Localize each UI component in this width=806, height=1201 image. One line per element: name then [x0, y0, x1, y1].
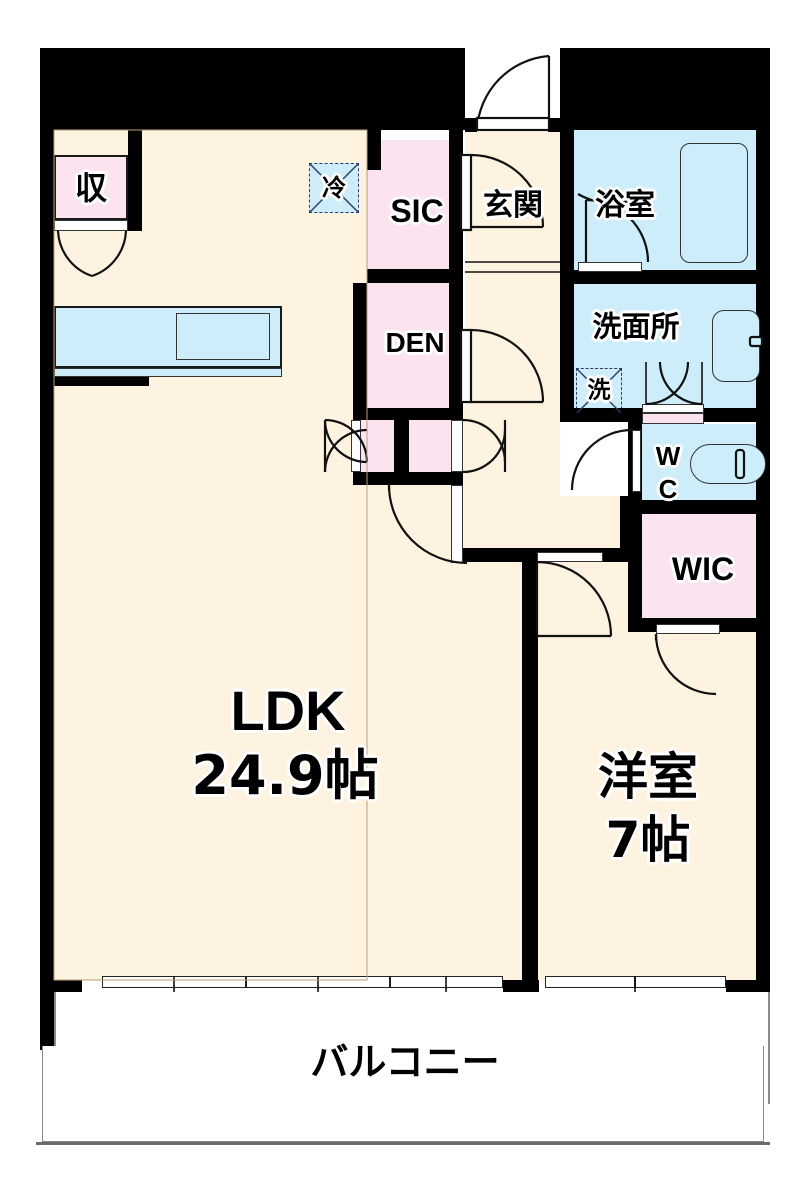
wall-ldk-bedroom-divider [522, 560, 538, 982]
room-wic [642, 514, 756, 618]
room-den [367, 283, 449, 408]
label-washer: 洗 [587, 377, 611, 404]
wall-genkan-right [560, 130, 574, 270]
wall-den-bottom [353, 408, 463, 420]
room-sic-notch [367, 166, 387, 269]
label-wc-w: W [655, 441, 681, 471]
wic-door-panel [656, 624, 720, 634]
label-wc-c: C [658, 474, 678, 504]
balcony-outer-rail-base [36, 1142, 770, 1145]
exterior-wall-top-right [560, 48, 770, 130]
wall-wc-bottom [628, 500, 756, 514]
corridor-sliding-door [451, 485, 463, 563]
wall-sic-bottom [367, 269, 463, 283]
closet-lower-door-right [451, 420, 463, 472]
label-balcony: バルコニー [310, 1040, 500, 1084]
exterior-wall-left [40, 48, 54, 988]
exterior-wall-top-entry-right [548, 118, 562, 132]
closet-shuno-door-panel [54, 220, 128, 231]
label-closet-shuno: 収 [74, 169, 108, 207]
wc-door-panel [632, 430, 641, 492]
wash-basin [712, 310, 760, 382]
wall-bath-bottom [560, 270, 756, 284]
label-wic: WIC [671, 551, 735, 587]
closet-lower-door-left [351, 420, 361, 472]
room-ldk-floor [54, 130, 367, 980]
bath-door-panel [578, 262, 642, 272]
window-bedroom-left [545, 976, 635, 988]
wall-den-left [353, 283, 367, 408]
label-refrigerator: 冷 [322, 174, 346, 202]
wall-closet-lower-divider [394, 420, 409, 472]
label-sic: SIC [390, 193, 444, 229]
closet-lower-left [360, 420, 394, 472]
vanity-wc-threshold [642, 413, 704, 424]
bathtub [680, 143, 748, 263]
label-den: DEN [385, 327, 445, 358]
window-ldk-left [102, 976, 246, 988]
wall-closet-shuno-right [128, 130, 142, 231]
genkan-step-door [461, 155, 471, 230]
wall-vanity-left [560, 284, 574, 408]
label-bedroom-name: 洋室 [598, 748, 698, 806]
closet-lower-right [409, 420, 451, 472]
vanity-wc-door-panel [642, 404, 704, 413]
kitchen-partition-wall [44, 377, 149, 386]
wall-vanity-bottom-left [560, 408, 642, 422]
wall-vanity-bottom-right [702, 408, 756, 422]
window-bedroom-right [635, 976, 726, 988]
balcony-outer-rail [42, 1046, 764, 1142]
label-bath: 浴室 [595, 188, 655, 223]
wall-closet-lower-bottom [353, 472, 463, 485]
label-ldk-name: LDK [230, 679, 346, 742]
window-ldk-right [390, 976, 503, 988]
exterior-wall-top-left [40, 48, 465, 130]
room-sic [381, 140, 449, 269]
label-ldk-size: 24.9帖 [191, 744, 379, 807]
toilet-bowl [690, 444, 766, 484]
wall-corridor-bedroom-top [463, 548, 538, 562]
wall-sic-left [367, 130, 381, 170]
wall-bath-left-lower [560, 256, 574, 270]
label-genkan: 玄関 [483, 188, 543, 223]
wall-den-right [449, 283, 463, 408]
window-ldk-mid [246, 976, 390, 988]
label-vanity: 洗面所 [592, 309, 680, 344]
exterior-wall-right [756, 48, 770, 988]
bedroom-door-panel [537, 552, 603, 562]
kitchen-counter-front-edge [54, 368, 282, 377]
kitchen-sink [176, 313, 270, 360]
wall-sic-right [449, 130, 463, 269]
label-bedroom-size: 7帖 [605, 811, 691, 869]
exterior-wall-top-entry-left [465, 118, 477, 132]
wall-bedroom-left-upper [620, 496, 632, 562]
